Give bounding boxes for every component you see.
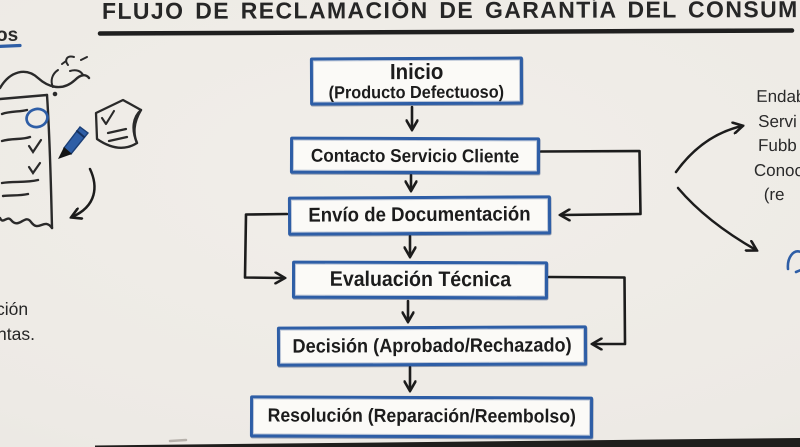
right-margin-note: Endab Servi Fubb Conoc (re [754,85,800,208]
blue-circle-mark [25,107,49,129]
title-underline [97,28,795,36]
blue-scribble [786,250,800,274]
right-text-fragment: Conoc [753,160,800,180]
loop-contacto-envio [539,149,642,215]
page-title: FLUJO DE RECLAMACIÓN DE GARANTÍA DEL CON… [101,0,800,24]
curved-arrow-left [72,167,96,217]
node-sublabel: (Producto Defectuoso) [328,81,505,103]
top-left-text-fragment: os [0,25,19,46]
left-text-fragment: ntas. [0,324,35,344]
flow-node-contacto-servicio-cliente: Contacto Servicio Cliente [289,136,541,175]
flow-node-envio-documentacion: Envío de Documentación [287,195,552,236]
flow-node-inicio: Inicio (Producto Defectuoso) [309,56,524,106]
node-label: Decisión (Aprobado/Rechazado) [292,334,572,358]
loop-envio-evaluacion [243,212,289,278]
node-label: Envío de Documentación [308,203,531,227]
flow-node-decision: Decisión (Aprobado/Rechazado) [276,325,588,367]
action-sparkles-icon [50,55,88,97]
node-label: Resolución (Reparación/Reembolso) [267,405,576,428]
blue-pen-icon [58,126,90,159]
right-text-fragment: Fubb [757,135,797,156]
top-left-fragment-underline [0,43,22,49]
left-text-fragment: ción [0,299,29,319]
curved-arrow-right-down [676,186,756,250]
note-with-check-icon [94,98,143,149]
loop-evaluacion-decision [547,275,627,344]
node-label: Contacto Servicio Cliente [310,144,520,167]
board-bottom-edge [95,438,800,447]
node-label: Evaluación Técnica [329,267,511,292]
right-text-fragment: Servi [758,111,797,131]
right-text-fragment: (re [763,184,785,205]
curved-arrow-right-up [674,126,742,174]
clipboard-document-icon [0,93,54,230]
flow-node-evaluacion-tecnica: Evaluación Técnica [291,260,549,300]
flow-node-resolucion: Resolución (Reparación/Reembolso) [249,395,594,439]
right-text-fragment: Endab [756,86,800,107]
node-label: Inicio [389,59,444,85]
wavy-line-sketch [0,70,91,90]
board-smudge [168,438,188,443]
